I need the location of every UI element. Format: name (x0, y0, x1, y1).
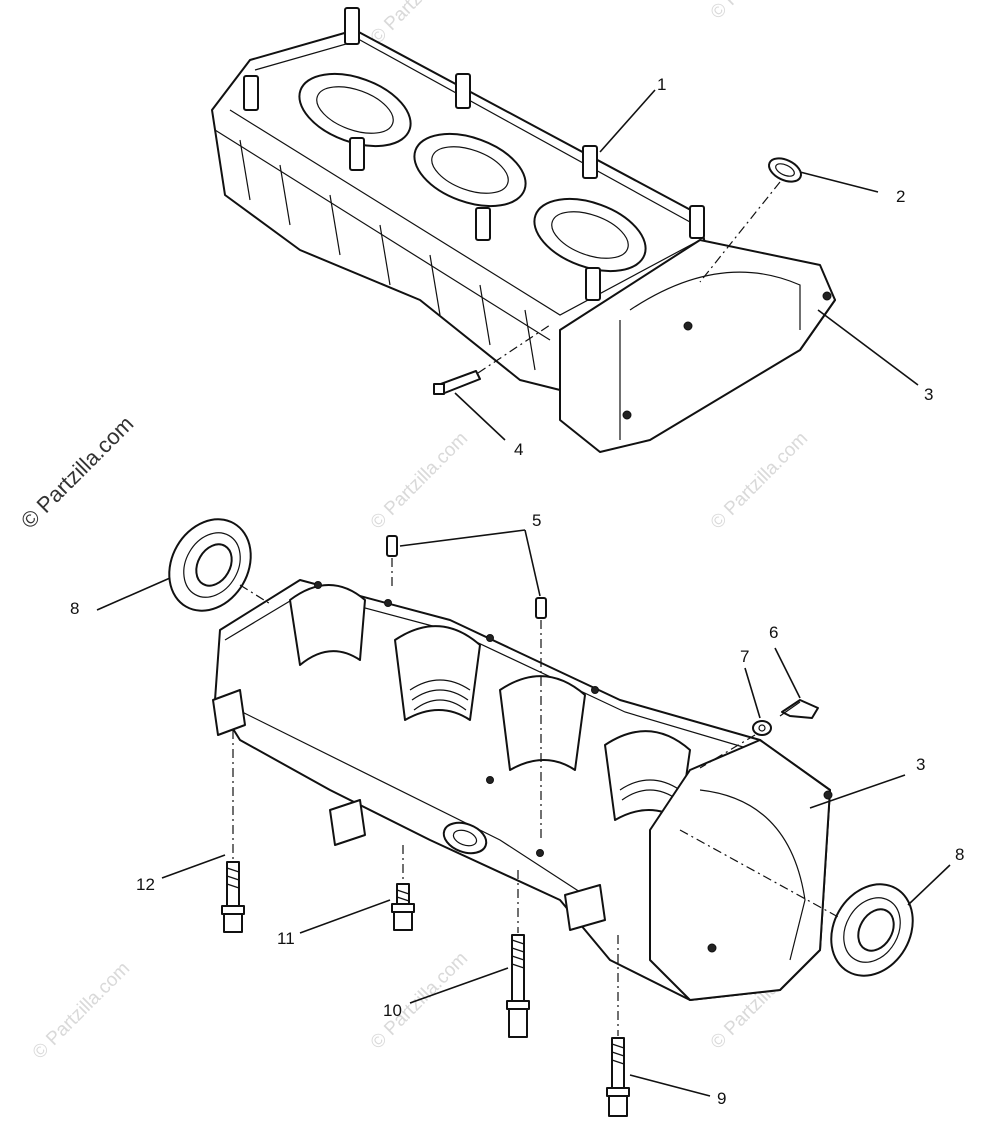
oil-seal-left-part-8 (168, 518, 252, 612)
callout-3-lower: 3 (916, 755, 925, 774)
callout-5: 5 (532, 511, 541, 530)
upper-crankcase (211, 7, 836, 453)
dowel-pins-part-5 (386, 535, 547, 619)
callout-11: 11 (277, 929, 295, 948)
callout-3-upper: 3 (924, 385, 933, 404)
plug-part-2 (768, 157, 802, 183)
bolt-part-11 (391, 883, 415, 931)
callout-8-right: 8 (955, 845, 964, 864)
stud-set (243, 7, 705, 301)
callout-8-left: 8 (70, 599, 79, 618)
callout-4: 4 (514, 440, 523, 459)
bolt-part-10 (506, 934, 530, 1038)
lower-crankcase (212, 579, 833, 1001)
callout-6: 6 (769, 623, 778, 642)
watermark-text: © Partzilla.com (29, 958, 134, 1063)
callout-12: 12 (136, 875, 155, 894)
watermark-text: © Partzilla.com (367, 0, 472, 49)
washer-part-7 (752, 720, 772, 736)
bolt-part-6 (779, 699, 819, 719)
callout-9: 9 (717, 1089, 726, 1108)
bolt-part-9 (606, 1037, 630, 1117)
leader-lines (96, 89, 951, 1097)
callout-2: 2 (896, 187, 905, 206)
bolt-part-12 (221, 861, 245, 933)
watermark-text: © Partzilla.com (367, 428, 472, 533)
fitting-part-4 (433, 370, 481, 395)
callout-1: 1 (657, 75, 666, 94)
watermark-text: © Partzilla.com (707, 428, 812, 533)
callout-labels: 1 2 3 4 5 6 7 3 8 8 9 10 11 12 (70, 75, 964, 1108)
watermark-main: © Partzilla.com (16, 411, 139, 534)
callout-10: 10 (383, 1001, 402, 1020)
watermark-text: © Partzilla.com (707, 0, 812, 24)
oil-seal-right-part-8 (830, 883, 914, 977)
callout-7: 7 (740, 647, 749, 666)
